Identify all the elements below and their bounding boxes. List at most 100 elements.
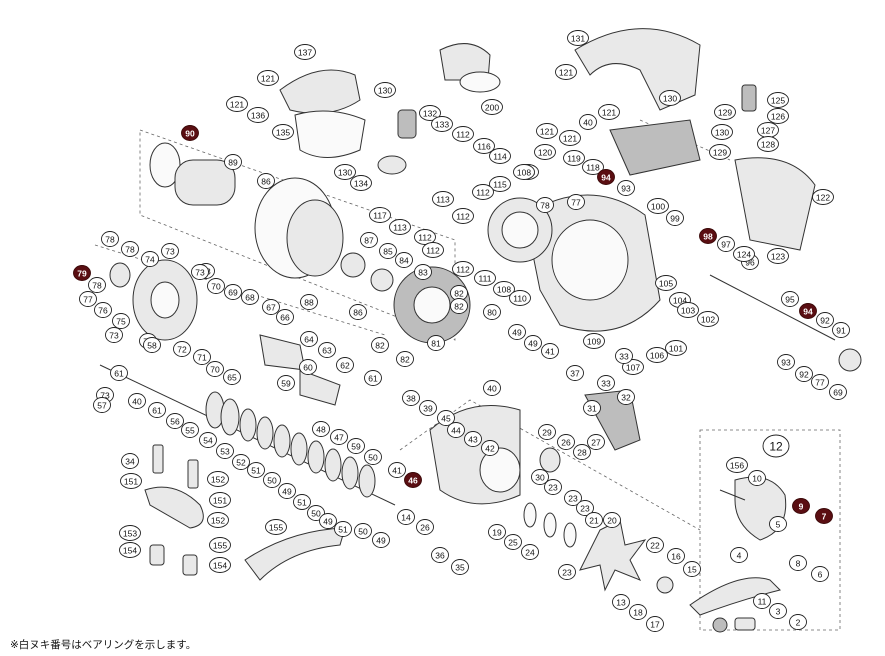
part-label: 76 — [94, 302, 112, 318]
part-label: 23 — [544, 479, 562, 495]
part-label: 51 — [334, 521, 352, 537]
part-number-text: 134 — [354, 179, 368, 189]
part-number-bubble — [206, 361, 224, 377]
part-label: 20 — [603, 512, 621, 528]
part-label: 46 — [404, 472, 422, 488]
part-label: 71 — [193, 349, 211, 365]
part-number-text: 80 — [487, 308, 497, 318]
part-number-text: 17 — [650, 620, 660, 630]
part-number-bubble — [207, 471, 229, 487]
part-label: 45 — [437, 410, 455, 426]
part-number-bubble — [226, 96, 248, 112]
part-number-text: 137 — [298, 48, 312, 58]
part-number-text: 116 — [477, 142, 491, 152]
part-label: 58 — [143, 337, 161, 353]
part-label: 153 — [119, 525, 141, 541]
part-number-bubble — [472, 184, 494, 200]
part-number-text: 155 — [269, 523, 283, 533]
part-label: 37 — [566, 365, 584, 381]
part-number-text: 49 — [376, 536, 386, 546]
part-label: 151 — [120, 473, 142, 489]
part-number-text: 126 — [771, 112, 785, 122]
part-label: 111 — [474, 270, 496, 286]
part-label: 154 — [119, 542, 141, 558]
part-number-text: 155 — [213, 541, 227, 551]
part-number-bubble — [300, 331, 318, 347]
part-number-text: 49 — [512, 328, 522, 338]
part-number-bubble — [369, 207, 391, 223]
part-number-bubble — [112, 313, 130, 329]
part-number-text: 135 — [276, 128, 290, 138]
part-number-text: 88 — [304, 298, 314, 308]
part-number-text: 61 — [114, 369, 124, 379]
part-label: 98 — [699, 228, 717, 244]
part-label: 60 — [299, 359, 317, 375]
part-number-text: 85 — [383, 247, 393, 257]
part-number-text: 87 — [364, 236, 374, 246]
part-label: 133 — [431, 116, 453, 132]
part-label: 25 — [504, 534, 522, 550]
part-number-text: 40 — [132, 397, 142, 407]
part-number-text: 121 — [230, 100, 244, 110]
part-number-text: 32 — [621, 393, 631, 403]
part-label: 124 — [733, 246, 755, 262]
part-number-bubble — [489, 176, 511, 192]
part-number-text: 51 — [251, 466, 261, 476]
part-label: 112 — [422, 242, 444, 258]
part-label: 63 — [318, 342, 336, 358]
part-number-bubble — [566, 365, 584, 381]
part-label: 36 — [431, 547, 449, 563]
part-number-text: 31 — [587, 404, 597, 414]
part-number-bubble — [583, 400, 601, 416]
part-number-text: 123 — [771, 252, 785, 262]
part-number-text: 82 — [400, 355, 410, 365]
part-number-bubble — [94, 302, 112, 318]
part-label: 18 — [629, 604, 647, 620]
part-number-text: 10 — [752, 474, 762, 484]
part-label: 102 — [697, 311, 719, 327]
part-number-bubble — [733, 246, 755, 262]
part-number-bubble — [427, 335, 445, 351]
part-number-bubble — [483, 304, 501, 320]
part-number-bubble — [312, 421, 330, 437]
part-number-text: 112 — [476, 188, 490, 198]
part-label: 137 — [294, 44, 316, 60]
part-number-bubble — [564, 490, 582, 506]
part-number-text: 75 — [116, 317, 126, 327]
part-number-bubble — [276, 309, 294, 325]
part-number-bubble — [612, 594, 630, 610]
part-number-text: 70 — [210, 365, 220, 375]
part-label: 122 — [812, 189, 834, 205]
part-number-bubble — [388, 462, 406, 478]
part-number-text: 151 — [124, 477, 138, 487]
part-number-text: 51 — [297, 498, 307, 508]
part-number-text: 108 — [497, 285, 511, 295]
part-number-bubble — [364, 370, 382, 386]
part-number-text: 108 — [517, 168, 531, 178]
part-number-bubble — [372, 532, 390, 548]
part-number-bubble — [567, 194, 585, 210]
part-number-text: 71 — [197, 353, 207, 363]
part-number-bubble — [141, 251, 159, 267]
part-label: 100 — [647, 198, 669, 214]
part-number-bubble — [513, 164, 535, 180]
part-number-bubble — [121, 241, 139, 257]
part-label: 130 — [374, 82, 396, 98]
part-number-text: 105 — [659, 279, 673, 289]
part-label: 61 — [110, 365, 128, 381]
part-label: 43 — [464, 431, 482, 447]
part-number-bubble — [597, 375, 615, 391]
part-label: 73 — [105, 327, 123, 343]
part-number-bubble — [481, 440, 499, 456]
part-label: 50 — [307, 505, 325, 521]
part-number-bubble — [101, 231, 119, 247]
part-number-text: 47 — [334, 433, 344, 443]
part-label: 103 — [677, 302, 699, 318]
part-label: 86 — [349, 304, 367, 320]
part-number-text: 8 — [796, 559, 801, 569]
part-number-bubble — [585, 512, 603, 528]
part-label: 51 — [247, 462, 265, 478]
part-number-bubble — [666, 210, 684, 226]
part-number-text: 200 — [485, 103, 499, 113]
